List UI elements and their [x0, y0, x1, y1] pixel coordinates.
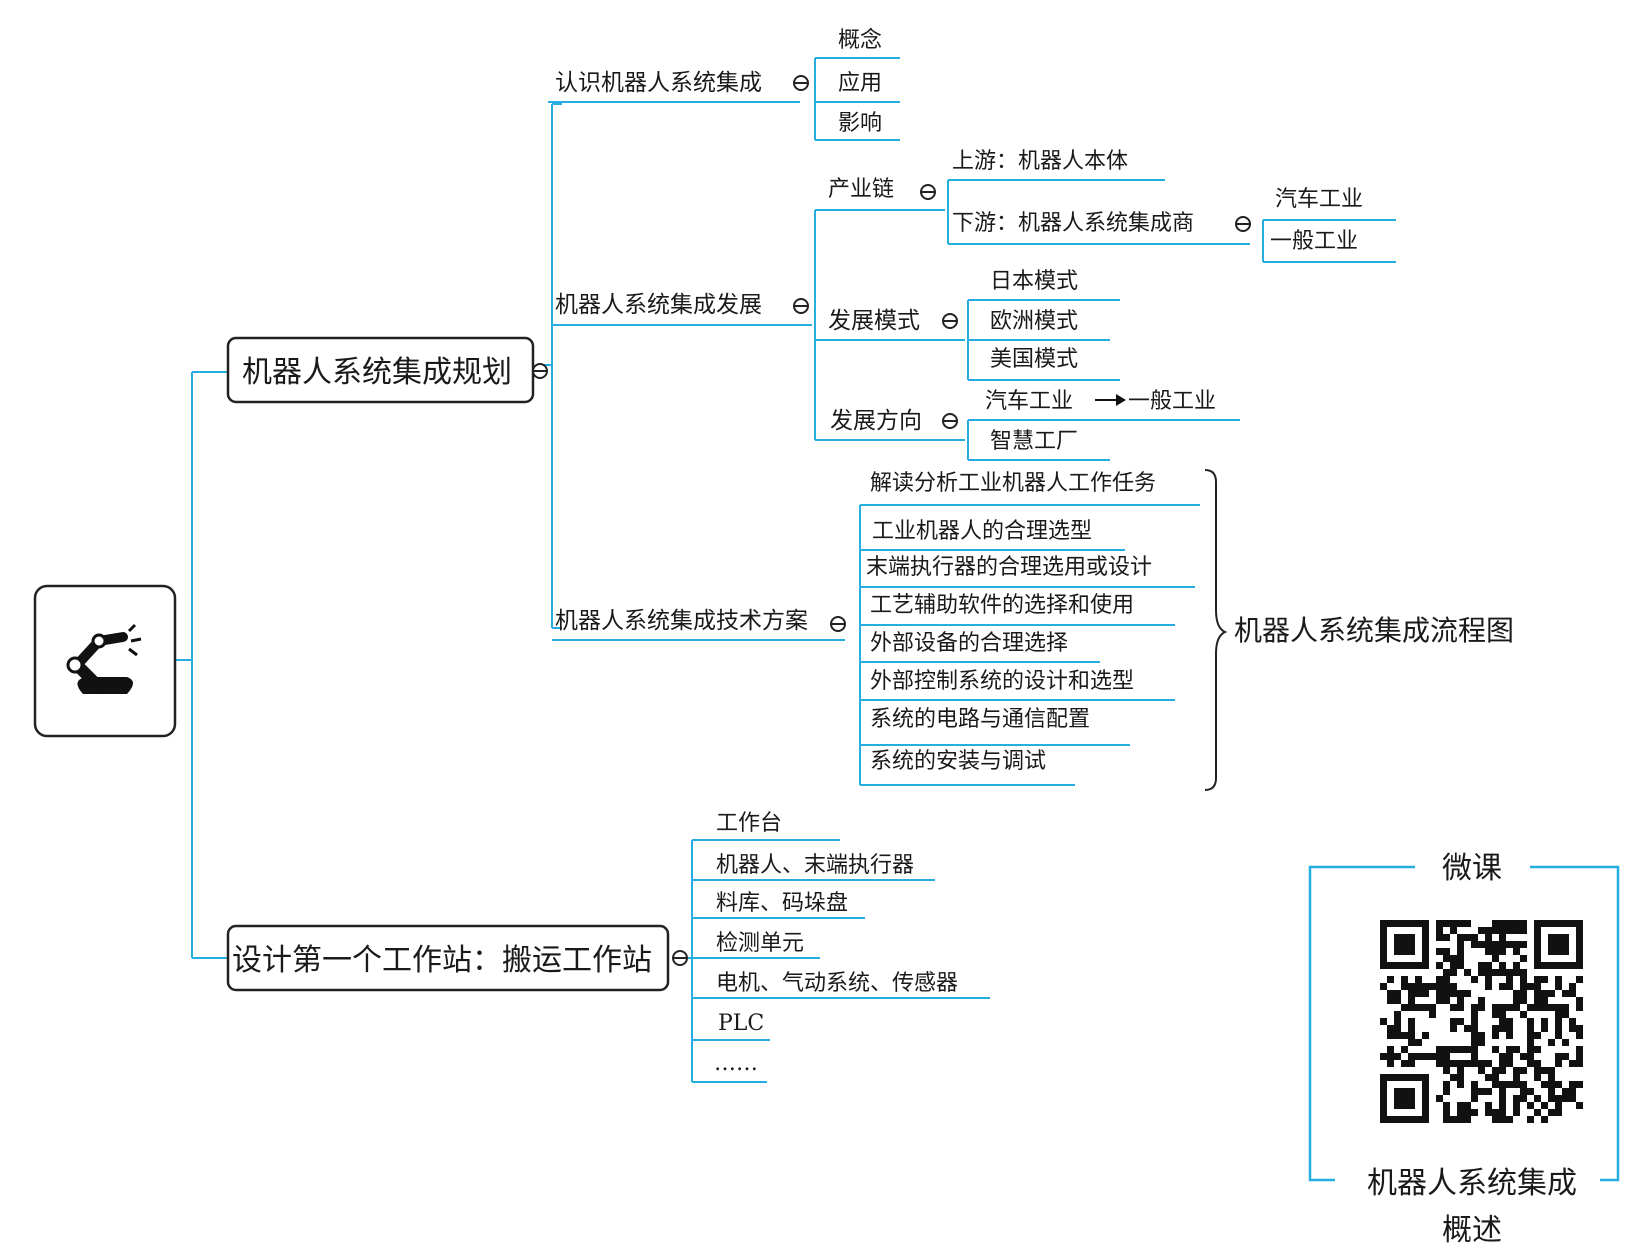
node-tech: 机器人系统集成技术方案 [555, 608, 808, 634]
robot-arm-icon [66, 623, 142, 694]
collapse-toggle-chain[interactable] [920, 184, 936, 200]
workstation-item: PLC [718, 1011, 764, 1036]
tech-item: 解读分析工业机器人工作任务 [870, 471, 1156, 496]
tech-item: 系统的电路与通信配置 [870, 707, 1090, 732]
qr-caption-line1: 机器人系统集成 [1367, 1166, 1577, 1201]
downstream-item: 一般工业 [1270, 229, 1358, 254]
workstation-item: 料库、码垛盘 [716, 891, 848, 916]
collapse-toggle-downstream[interactable] [1235, 216, 1251, 232]
qr-panel: 微课 机器人系统集成 概述 [1308, 851, 1620, 1248]
tech-item: 工艺辅助软件的选择和使用 [870, 593, 1134, 618]
branch-workstation: 设计第一个工作站：搬运工作站 [226, 924, 670, 992]
tech-item: 末端执行器的合理选用或设计 [866, 555, 1152, 580]
tech-item: 外部控制系统的设计和选型 [870, 669, 1134, 694]
mode-item: 日本模式 [990, 269, 1078, 294]
node-know: 认识机器人系统集成 [555, 70, 762, 96]
branch-workstation-label: 设计第一个工作站：搬运工作站 [232, 943, 652, 978]
qr-code[interactable] [1380, 920, 1583, 1123]
branch-planning-label: 机器人系统集成规划 [242, 355, 512, 390]
workstation-item: …… [714, 1051, 758, 1076]
node-chain: 产业链 [828, 177, 894, 202]
workstation-item: 检测单元 [716, 931, 804, 956]
direction-to: 一般工业 [1128, 389, 1216, 414]
mode-item: 美国模式 [990, 347, 1078, 372]
collapse-toggle-workstation[interactable] [672, 950, 688, 966]
chain-upstream: 上游：机器人本体 [952, 149, 1128, 174]
tech-item: 系统的安装与调试 [870, 749, 1046, 774]
collapse-toggle-mode[interactable] [942, 313, 958, 329]
brace-label: 机器人系统集成流程图 [1234, 614, 1514, 647]
branch-planning: 机器人系统集成规划 [226, 336, 535, 404]
connector-lines [175, 57, 1396, 1083]
root-node [33, 584, 177, 738]
chain-downstream: 下游：机器人系统集成商 [952, 211, 1194, 236]
know-item: 影响 [838, 111, 882, 136]
workstation-item: 工作台 [716, 811, 782, 836]
collapse-toggle-tech[interactable] [830, 616, 846, 632]
mode-item: 欧洲模式 [990, 309, 1078, 334]
qr-caption-line2: 概述 [1442, 1213, 1502, 1248]
workstation-item: 机器人、末端执行器 [716, 853, 914, 878]
tech-item: 工业机器人的合理选型 [872, 519, 1092, 544]
arrow-right-icon [1095, 394, 1126, 406]
direction-item: 智慧工厂 [990, 429, 1078, 454]
workstation-item: 电机、气动系统、传感器 [716, 971, 958, 996]
qr-top-label: 微课 [1442, 851, 1502, 886]
tech-item: 外部设备的合理选择 [870, 631, 1068, 656]
node-dev: 机器人系统集成发展 [555, 292, 762, 318]
know-item: 概念 [838, 28, 882, 53]
collapse-toggle-know[interactable] [793, 75, 809, 91]
downstream-item: 汽车工业 [1275, 187, 1363, 212]
direction-from: 汽车工业 [985, 389, 1073, 414]
collapse-toggle-direction[interactable] [942, 413, 958, 429]
node-direction: 发展方向 [830, 408, 922, 434]
node-mode: 发展模式 [828, 308, 920, 334]
collapse-toggle-planning[interactable] [532, 363, 548, 379]
brace [1204, 469, 1228, 791]
collapse-toggle-dev[interactable] [793, 298, 809, 314]
know-item: 应用 [838, 71, 882, 96]
